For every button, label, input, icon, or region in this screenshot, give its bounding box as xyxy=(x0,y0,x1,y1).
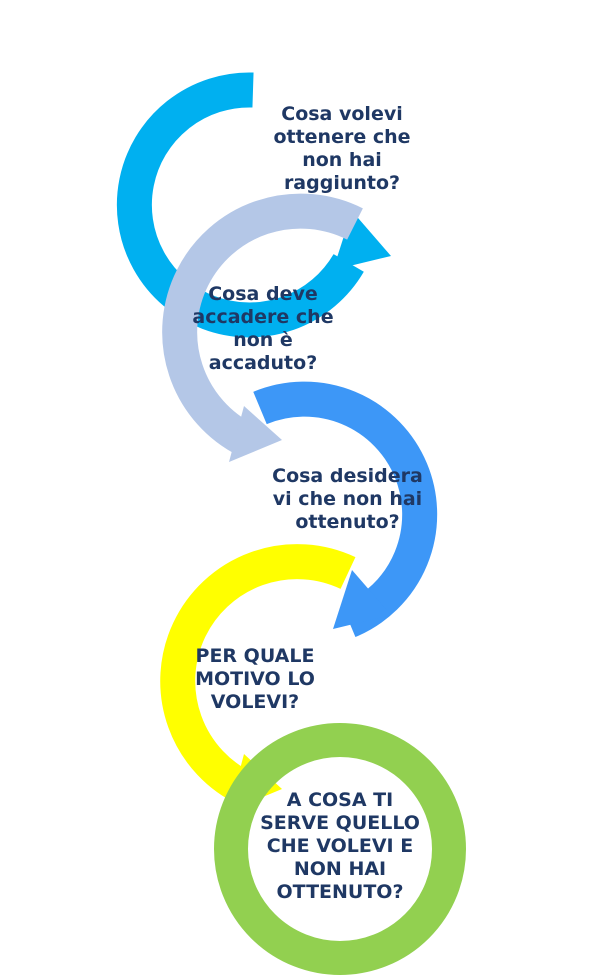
step-1-ring xyxy=(116,72,364,338)
step-5-ring xyxy=(214,723,466,975)
step-4-line: PER QUALE xyxy=(195,645,315,667)
step-3-ring xyxy=(253,381,438,638)
step-3-text: Cosa desidera vi che non hai ottenuto? xyxy=(255,465,440,534)
step-4-ring xyxy=(160,544,356,805)
step-5-line: NON HAI xyxy=(293,858,387,880)
step-1-line: Cosa volevi xyxy=(281,103,403,125)
step-2-ring xyxy=(162,193,363,456)
step-1-line: ottenere che xyxy=(273,126,411,148)
step-3-arrow xyxy=(253,381,438,638)
step-5-text: A COSA TI SERVE QUELLO CHE VOLEVI E NON … xyxy=(255,789,425,904)
step-5-line: A COSA TI xyxy=(286,789,394,811)
step-4-line: MOTIVO LO xyxy=(195,668,315,690)
step-3-arrowhead xyxy=(333,570,391,629)
step-2-line: accadere che xyxy=(192,306,334,328)
step-5-circle xyxy=(214,723,466,975)
step-4-line: VOLEVI? xyxy=(210,691,300,713)
step-3-line: Cosa desidera xyxy=(272,465,423,487)
step-2-arrow xyxy=(162,193,363,462)
step-2-arrowhead xyxy=(229,406,282,462)
step-3-line: vi che non hai xyxy=(272,488,423,510)
step-5-line: SERVE QUELLO xyxy=(260,812,420,834)
step-3-line: ottenuto? xyxy=(295,511,400,533)
step-1-text: Cosa volevi ottenere che non hai raggiun… xyxy=(262,103,422,195)
step-1-line: non hai xyxy=(302,149,382,171)
step-4-text: PER QUALE MOTIVO LO VOLEVI? xyxy=(170,645,340,714)
step-2-line: accaduto? xyxy=(208,352,318,374)
step-5-line: CHE VOLEVI E xyxy=(266,835,414,857)
step-2-line: non è xyxy=(233,329,293,351)
step-1-line: raggiunto? xyxy=(283,172,401,194)
step-2-text: Cosa deve accadere che non è accaduto? xyxy=(178,283,348,375)
step-2-line: Cosa deve xyxy=(208,283,318,305)
step-5-line: OTTENUTO? xyxy=(276,881,404,903)
